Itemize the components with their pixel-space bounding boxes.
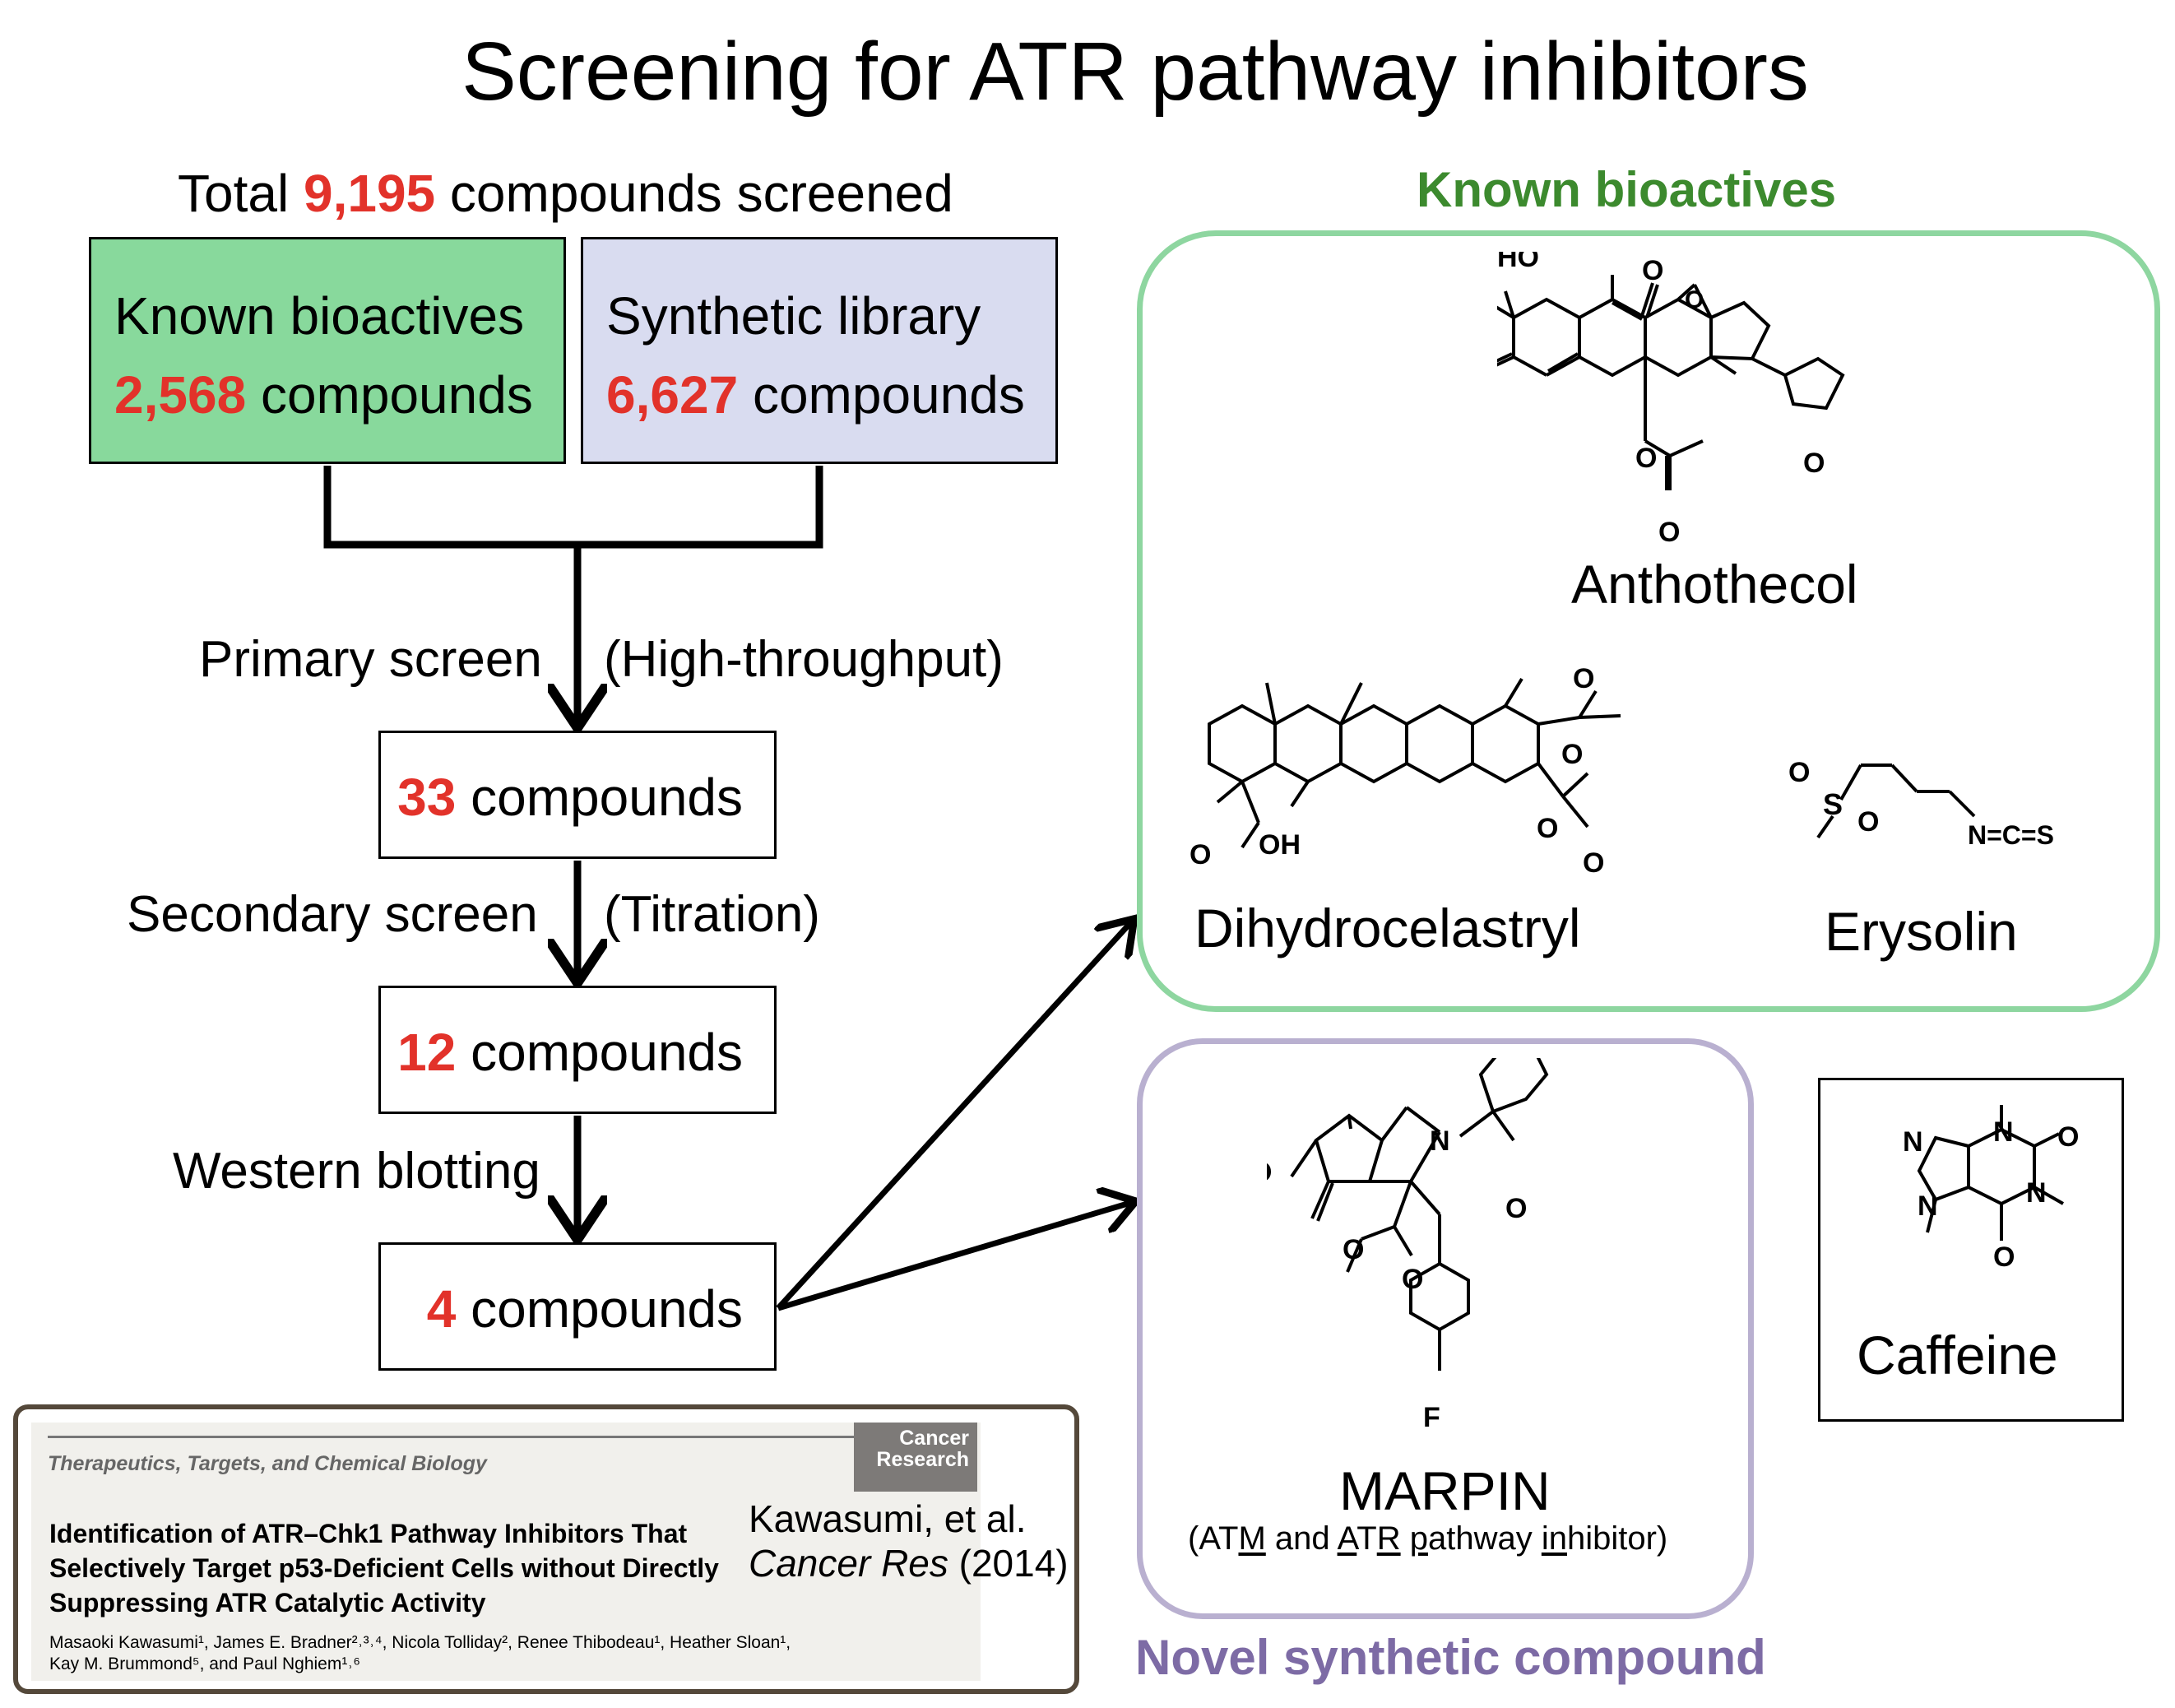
atom-o-acid: O — [1190, 839, 1211, 870]
novel-compound-panel — [1137, 1038, 1754, 1619]
total-count: 9,195 — [303, 164, 436, 223]
known-bioactives-panel — [1137, 230, 2160, 1012]
atom-o-ester: O — [1635, 443, 1657, 474]
atom-o-bottom: O — [1993, 1242, 2015, 1273]
atom-o-sulfonyl-2: O — [1857, 806, 1879, 838]
synthetic-library-label: Synthetic library — [606, 286, 981, 346]
known-bioactives-panel-title: Known bioactives — [1417, 162, 1837, 217]
stage-box-33: 33 compounds — [378, 731, 777, 859]
paper-reference: Therapeutics, Targets, and Chemical Biol… — [13, 1404, 1079, 1694]
stage-count-4: 4 — [426, 1279, 457, 1339]
primary-screen-method: (High-throughput) — [604, 631, 1004, 688]
atom-ho: HO — [1497, 252, 1539, 273]
stage-box-12: 12 compounds — [378, 986, 777, 1114]
total-prefix: Total — [178, 164, 290, 223]
synthetic-library-unit: compounds — [752, 365, 1025, 425]
atom-n-right: N — [2026, 1177, 2047, 1209]
erysolin-label: Erysolin — [1825, 901, 2018, 962]
marpin-subtitle: (ATM and ATR pathway inhibitor) — [1188, 1520, 1668, 1557]
atom-o-epoxide: O — [1685, 286, 1704, 313]
atom-o-ester-marpin: O — [1402, 1264, 1423, 1295]
secondary-screen-method: (Titration) — [604, 886, 820, 943]
stage-count-12: 12 — [397, 1023, 457, 1082]
atom-o-acetate-2: O — [1583, 847, 1604, 879]
western-blotting-label: Western blotting — [173, 1143, 540, 1200]
caffeine-box: N N N O N O Caffeine — [1818, 1078, 2124, 1422]
paper-thumbnail: Therapeutics, Targets, and Chemical Biol… — [31, 1423, 981, 1681]
anthothecol-structure: HO O O O O O O — [1497, 252, 1845, 548]
novel-compound-panel-title: Novel synthetic compound — [1135, 1630, 1766, 1685]
total-suffix: compounds screened — [449, 164, 953, 223]
total-line: Total 9,195 compounds screened — [178, 163, 953, 224]
anthothecol-label: Anthothecol — [1571, 554, 1858, 615]
atom-o-sulfonyl-1: O — [1788, 757, 1810, 788]
stage-unit-12: compounds — [471, 1023, 743, 1082]
known-bioactives-box: Known bioactives 2,568 compounds — [89, 237, 566, 464]
arrow-to-novel-compound — [777, 1203, 1130, 1311]
paper-rule — [48, 1436, 854, 1438]
paper-title: Identification of ATR–Chk1 Pathway Inhib… — [49, 1519, 719, 1617]
known-bioactives-count-line: 2,568 compounds — [114, 364, 533, 425]
atom-o-amide: O — [1505, 1193, 1527, 1224]
caffeine-label: Caffeine — [1857, 1325, 2058, 1385]
dihydrocelastryl-label: Dihydrocelastryl — [1194, 898, 1581, 958]
atom-n-methyl-imidazole: N — [1918, 1190, 1938, 1222]
caffeine-structure: N N N O N O — [1903, 1105, 2079, 1273]
atom-n-marpin: N — [1430, 1126, 1450, 1157]
atom-f: F — [1423, 1402, 1440, 1433]
synthetic-library-count-line: 6,627 compounds — [606, 364, 1025, 425]
atom-o-ketone: O — [1642, 255, 1663, 286]
stage-unit-4: compounds — [471, 1279, 743, 1339]
atom-ncs: N=C=S — [1968, 820, 2054, 850]
synthetic-library-count: 6,627 — [606, 365, 739, 425]
marpin-label: MARPIN — [1339, 1460, 1551, 1521]
atom-o-enone-marpin: O — [1267, 1157, 1272, 1188]
atom-o-acetate-1: O — [1573, 663, 1594, 694]
atom-n-top: N — [1993, 1116, 2014, 1148]
atom-o-ester-2: O — [1537, 813, 1558, 844]
atom-o-top: O — [2057, 1121, 2079, 1153]
merge-bracket — [323, 466, 823, 549]
stage-count-33: 33 — [397, 768, 457, 827]
secondary-screen-label: Secondary screen — [127, 886, 538, 943]
marpin-structure: O N O O O F — [1267, 1058, 1549, 1433]
synthetic-library-box: Synthetic library 6,627 compounds — [581, 237, 1058, 464]
known-bioactives-count: 2,568 — [114, 365, 247, 425]
citation-authors: Kawasumi, et al. — [749, 1497, 1027, 1540]
atom-o-ester-1: O — [1561, 739, 1583, 770]
atom-oh: OH — [1259, 829, 1301, 861]
stage-unit-33: compounds — [471, 768, 743, 827]
paper-journal: Therapeutics, Targets, and Chemical Biol… — [48, 1452, 487, 1475]
known-bioactives-label: Known bioactives — [114, 286, 525, 346]
atom-o-carbonyl: O — [1658, 517, 1680, 548]
page-title: Screening for ATR pathway inhibitors — [461, 26, 1809, 118]
stage-box-4: 4 compounds — [378, 1242, 777, 1371]
arrow-to-known-bioactives — [776, 923, 1130, 1311]
atom-s: S — [1823, 787, 1843, 821]
primary-screen-label: Primary screen — [199, 631, 542, 688]
erysolin-structure: O S O N=C=S — [1788, 757, 2054, 850]
cancer-research-badge: Cancer Research — [854, 1423, 977, 1492]
atom-o-methoxy: O — [1343, 1234, 1364, 1265]
atom-n-imidazole: N — [1903, 1126, 1923, 1158]
known-bioactives-unit: compounds — [260, 365, 533, 425]
citation-journal-line: Cancer Res (2014) — [749, 1542, 1069, 1585]
paper-authors: Masaoki Kawasumi¹, James E. Bradner²˒³˒⁴… — [49, 1633, 791, 1673]
dihydrocelastryl-structure: O O O O O OH — [1190, 663, 1621, 879]
atom-o-furan: O — [1803, 448, 1825, 479]
